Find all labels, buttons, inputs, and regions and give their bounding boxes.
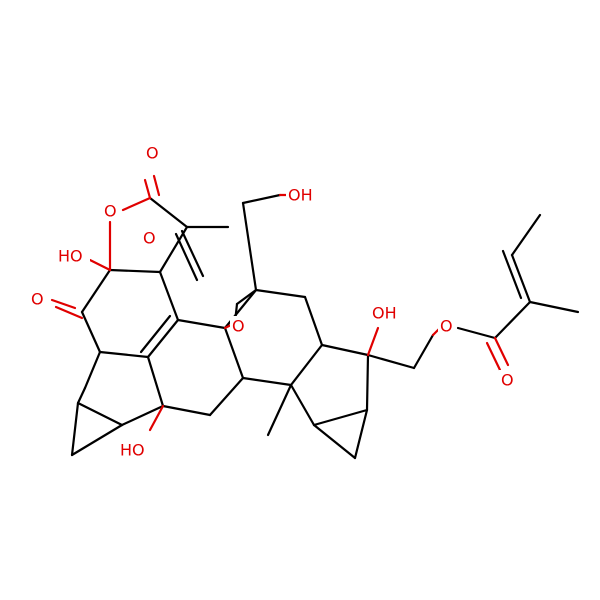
bond xyxy=(88,258,112,272)
bond xyxy=(320,343,370,357)
bond xyxy=(493,300,532,340)
bond xyxy=(312,423,357,460)
atom-label-oxygen: O xyxy=(143,229,156,248)
bond xyxy=(146,355,165,408)
atom-label-oxygen: O xyxy=(31,290,44,309)
bond xyxy=(70,423,124,457)
bond xyxy=(289,383,316,427)
bond xyxy=(528,300,580,314)
bond xyxy=(180,229,205,278)
bond-layer xyxy=(70,193,580,460)
bond xyxy=(50,298,77,310)
atom-label-oxygen: O xyxy=(232,317,245,336)
atom-label-oxygen: O xyxy=(146,144,159,163)
bond xyxy=(148,196,189,229)
bond xyxy=(303,295,324,347)
bond xyxy=(143,178,152,200)
bond xyxy=(366,326,380,357)
atom-label-oxygen: O xyxy=(501,371,514,390)
bond xyxy=(98,350,150,359)
bond xyxy=(289,343,324,387)
bond xyxy=(266,383,293,437)
bond xyxy=(241,193,282,205)
oxygen-bond-layer xyxy=(50,174,510,432)
bond xyxy=(223,326,245,380)
bond xyxy=(148,404,165,432)
atom-label-oxygen: O xyxy=(104,202,117,221)
bond xyxy=(83,350,102,390)
bond xyxy=(152,174,161,197)
atom-label-layer: O O O OH HO O O OH O O HO xyxy=(29,143,515,460)
bond xyxy=(76,386,87,405)
bond xyxy=(108,268,162,274)
bond xyxy=(241,201,258,292)
bond xyxy=(510,253,532,304)
bond xyxy=(366,353,416,370)
bond xyxy=(312,408,369,427)
atom-label-oxygen: O xyxy=(440,317,453,336)
bond xyxy=(120,404,165,427)
bond xyxy=(510,213,542,257)
atom-label-hydroxyl: OH xyxy=(288,186,313,205)
bond xyxy=(121,196,152,212)
bond xyxy=(485,341,502,372)
bond xyxy=(139,314,172,354)
bond xyxy=(241,376,293,387)
bond xyxy=(76,401,124,427)
bond xyxy=(54,305,84,320)
bond xyxy=(158,270,180,322)
atom-label-hydroxyl: OH xyxy=(372,304,397,323)
bond xyxy=(70,401,80,457)
bond xyxy=(80,268,112,314)
bond xyxy=(174,232,199,282)
bond xyxy=(353,408,369,460)
bond xyxy=(80,310,102,354)
bond xyxy=(176,318,227,330)
bond xyxy=(146,318,180,359)
bond xyxy=(456,326,497,340)
bond xyxy=(365,353,370,412)
bond xyxy=(412,333,435,370)
atom-label-hydroxyl: HO xyxy=(120,441,145,460)
bond xyxy=(493,336,510,367)
atom-label-hydroxyl: HO xyxy=(58,247,83,266)
bond xyxy=(254,288,307,299)
bond xyxy=(501,249,523,300)
bond xyxy=(208,376,245,417)
bond xyxy=(235,288,258,306)
bond xyxy=(161,404,212,417)
